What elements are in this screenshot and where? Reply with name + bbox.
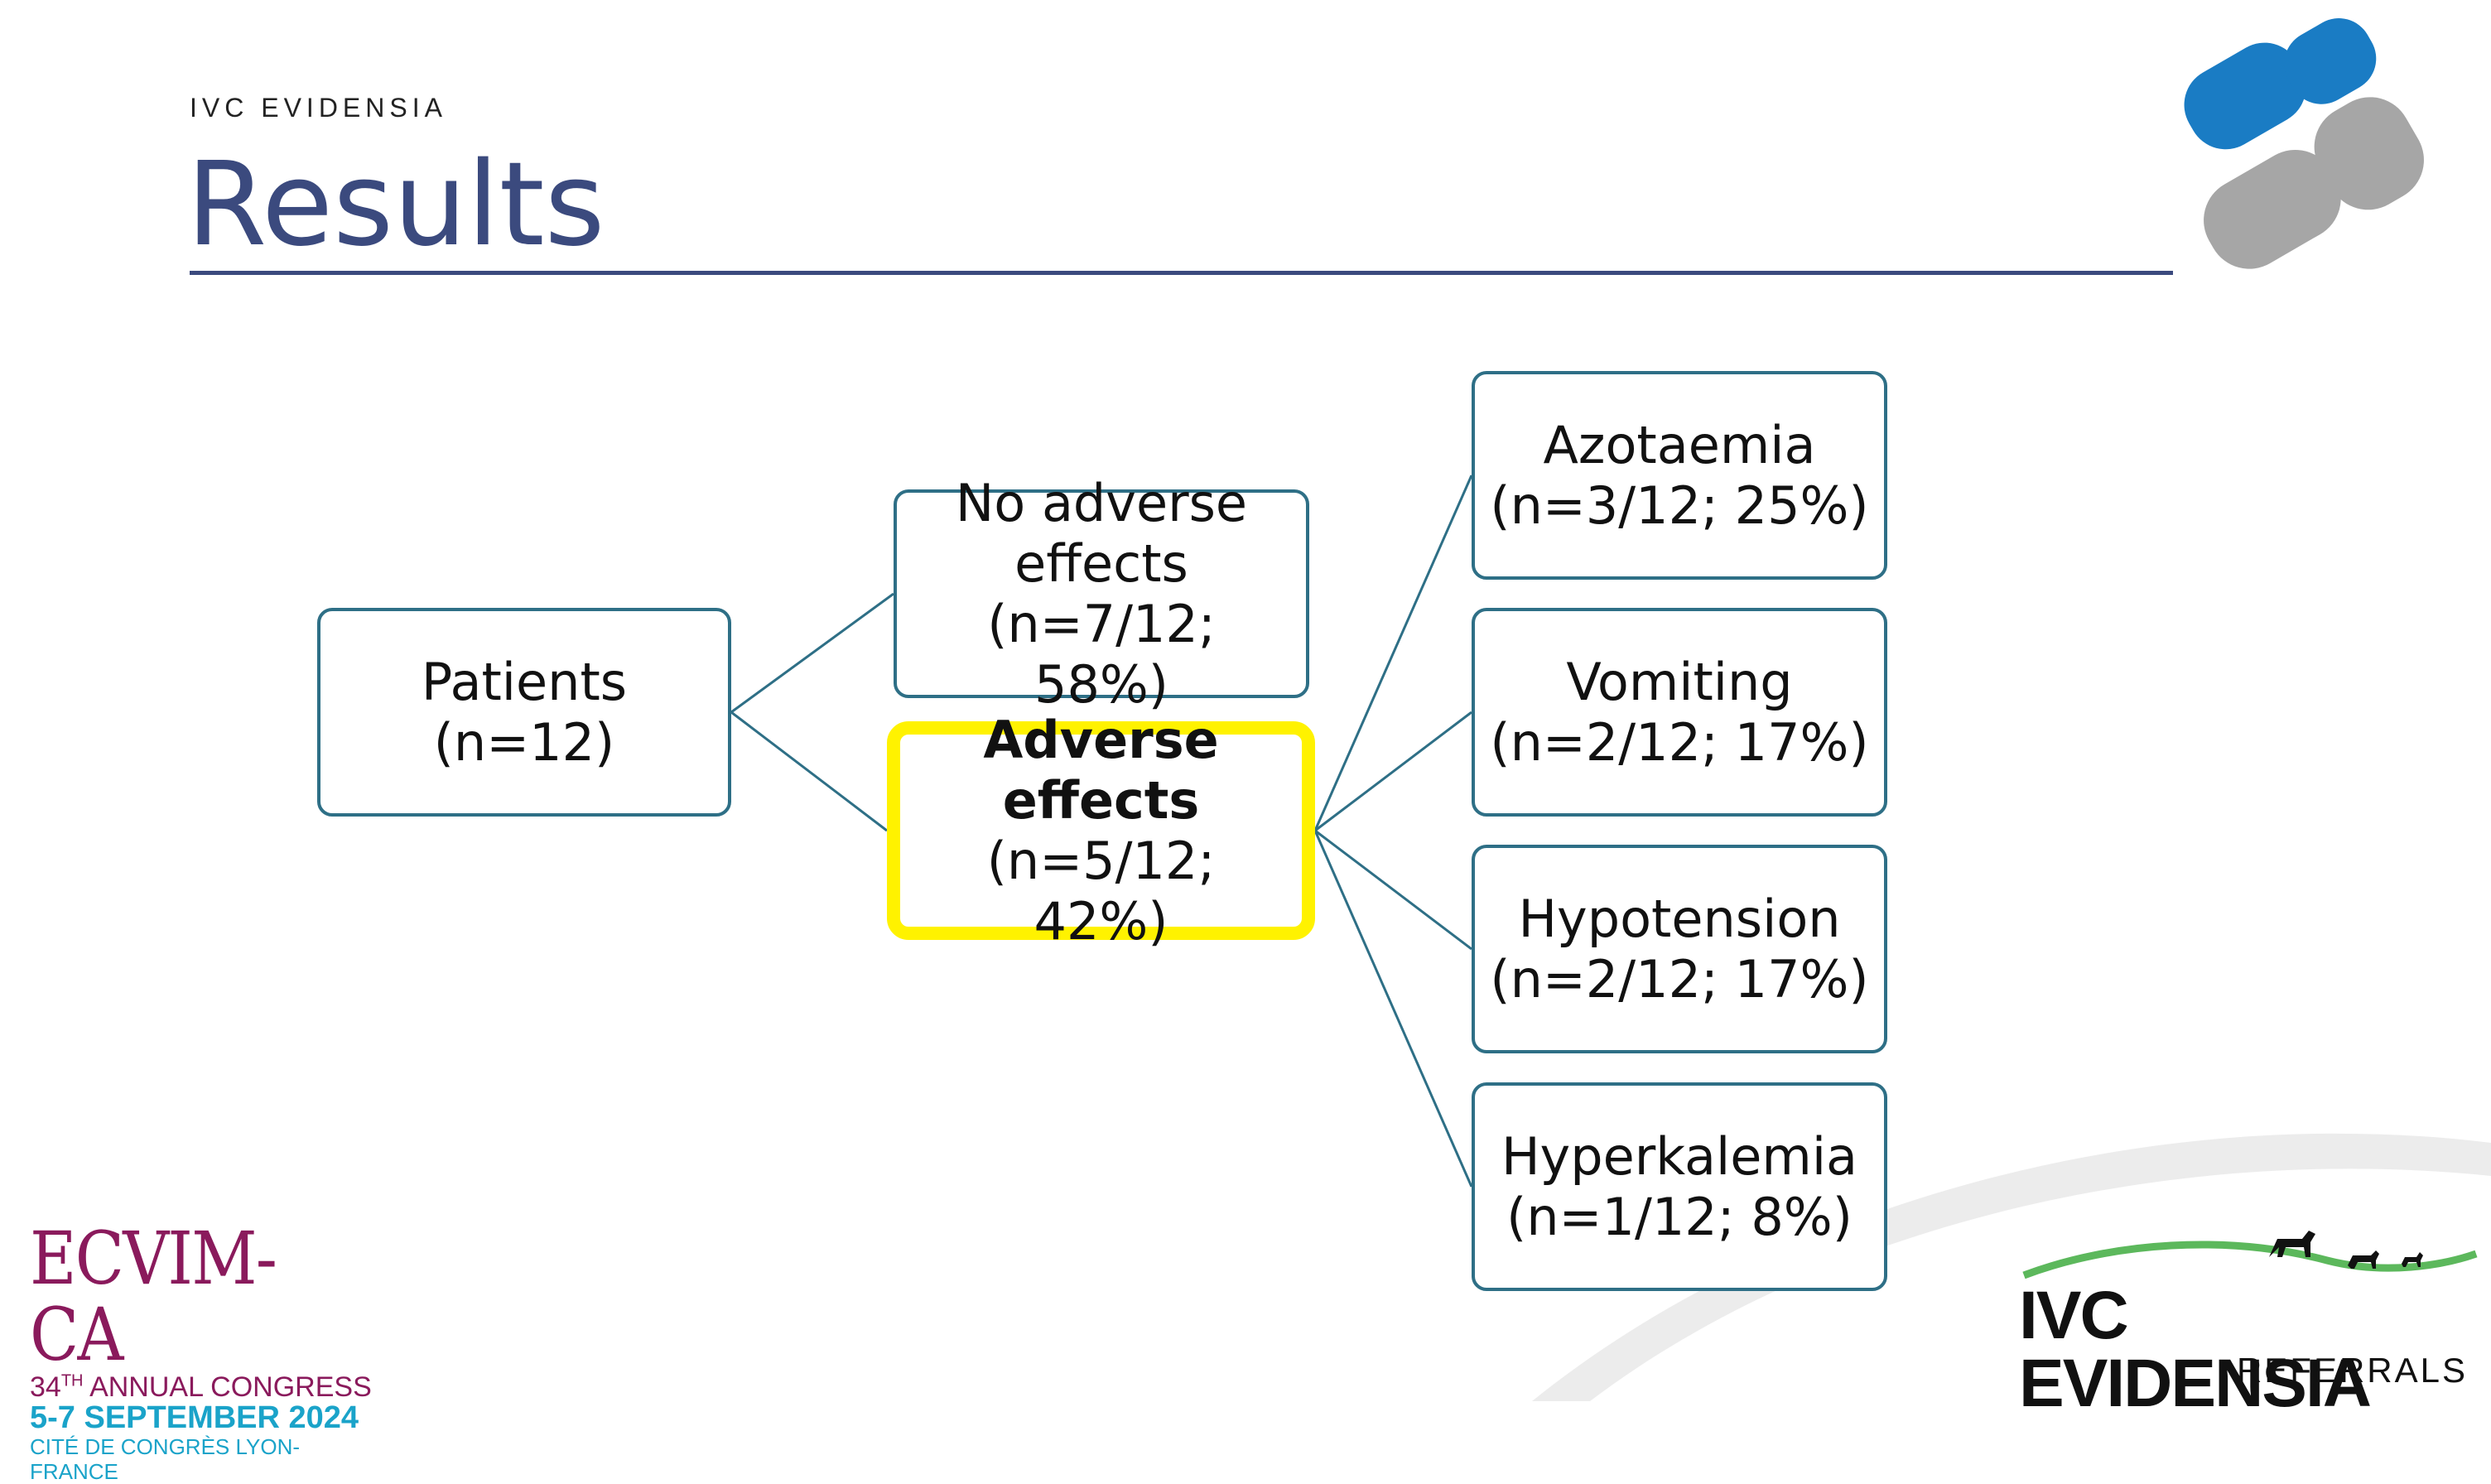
ecvim-congress: 34TH ANNUAL CONGRESS: [30, 1373, 386, 1401]
edge-adverse-to-hyperkalemia: [1313, 830, 1473, 1188]
ivc-referrals: REFERRALS: [2236, 1351, 2468, 1390]
edge-adverse-to-azotaemia: [1313, 475, 1473, 831]
node-text-segment: (n=5/12;: [986, 831, 1216, 891]
ecvim-name: ECVIM-CA: [30, 1216, 277, 1377]
node-hypotension: Hypotension(n=2/12; 17%): [1472, 845, 1887, 1053]
node-text-line: Hyperkalemia: [1501, 1126, 1857, 1187]
node-text-segment: (n=1/12; 8%): [1506, 1187, 1853, 1247]
node-text-line: effects (n=7/12;: [907, 533, 1296, 654]
node-text-line: (n=1/12; 8%): [1501, 1187, 1857, 1247]
node-patients: Patients (n=12): [317, 608, 731, 817]
edge-adverse-to-hypotension: [1314, 829, 1472, 951]
ecvim-dates: 5-7 SEPTEMBER 2024: [30, 1400, 359, 1435]
node-text-segment: Hyperkalemia: [1501, 1126, 1858, 1187]
node-vomiting: Vomiting(n=2/12; 17%): [1472, 608, 1887, 817]
node-text-segment: (n=2/12; 17%): [1490, 949, 1869, 1009]
ecvim-ordinal-suffix: TH: [60, 1371, 84, 1390]
node-text: Azotaemia(n=3/12; 25%): [1490, 415, 1868, 536]
node-text-segment: effects: [1002, 770, 1200, 831]
ivc-logo-mark-icon: [2184, 18, 2424, 269]
node-text-line: (n=2/12; 17%): [1490, 949, 1868, 1009]
node-text-line: (n=3/12; 25%): [1490, 475, 1868, 536]
node-text-line: Adverse: [910, 710, 1292, 770]
node-text-segment: effects (n=7/12;: [987, 533, 1216, 654]
node-text-segment: Patients (n=12): [421, 652, 628, 773]
node-text-segment: (n=2/12; 17%): [1490, 712, 1869, 773]
ecvim-logo: ECVIM-CA 34TH ANNUAL CONGRESS 5-7 SEPTEM…: [30, 1221, 386, 1484]
node-text-line: 42%): [910, 891, 1292, 952]
brand-header: IVC EVIDENSIA: [190, 93, 447, 123]
node-text-line: (n=2/12; 17%): [1490, 712, 1868, 773]
node-text-segment: Azotaemia: [1543, 415, 1816, 475]
page-title: Results: [186, 137, 605, 272]
node-text-segment: 42%): [1034, 891, 1168, 952]
node-hyperkalemia: Hyperkalemia(n=1/12; 8%): [1472, 1082, 1887, 1291]
node-text-segment: (n=3/12; 25%): [1490, 475, 1869, 536]
node-text: Patients (n=12): [330, 652, 718, 773]
connector-lines: [730, 475, 1473, 1188]
edge-patients-to-adverse: [730, 711, 888, 832]
node-text: Hyperkalemia(n=1/12; 8%): [1501, 1126, 1857, 1247]
node-text: Hypotension(n=2/12; 17%): [1490, 889, 1868, 1009]
node-text-segment: 58%): [1034, 654, 1168, 715]
node-text-segment: No adverse: [955, 473, 1248, 533]
ecvim-venue: CITÉ DE CONGRÈS LYON-FRANCE: [30, 1434, 301, 1484]
ivc-name: IVC EVIDENSIA: [2019, 1278, 2372, 1421]
node-azotaemia: Azotaemia(n=3/12; 25%): [1472, 371, 1887, 580]
animals-hill-icon: [2022, 1231, 2478, 1279]
node-text-segment: Vomiting: [1566, 652, 1793, 712]
node-text-line: 58%): [907, 654, 1296, 715]
node-text-line: Vomiting: [1490, 652, 1868, 712]
node-text-line: Hypotension: [1490, 889, 1868, 949]
ivc-referrals-logo: IVC EVIDENSIA REFERRALS: [2012, 1217, 2484, 1418]
title-divider: [190, 271, 2173, 275]
node-text-segment: Hypotension: [1518, 889, 1841, 949]
node-text-segment: Adverse: [983, 710, 1219, 770]
ecvim-ordinal: 34: [30, 1371, 61, 1403]
edge-adverse-to-vomiting: [1314, 711, 1472, 832]
node-text: Vomiting(n=2/12; 17%): [1490, 652, 1868, 773]
background-swoosh: [1532, 1133, 2491, 1401]
ecvim-congress-label: ANNUAL CONGRESS: [83, 1371, 372, 1403]
node-text-line: Patients (n=12): [330, 652, 718, 773]
node-text-line: effects (n=5/12;: [910, 770, 1292, 891]
edge-patients-to-no-adverse: [730, 592, 894, 714]
node-text-line: Azotaemia: [1490, 415, 1868, 475]
node-text-line: No adverse: [907, 473, 1296, 533]
